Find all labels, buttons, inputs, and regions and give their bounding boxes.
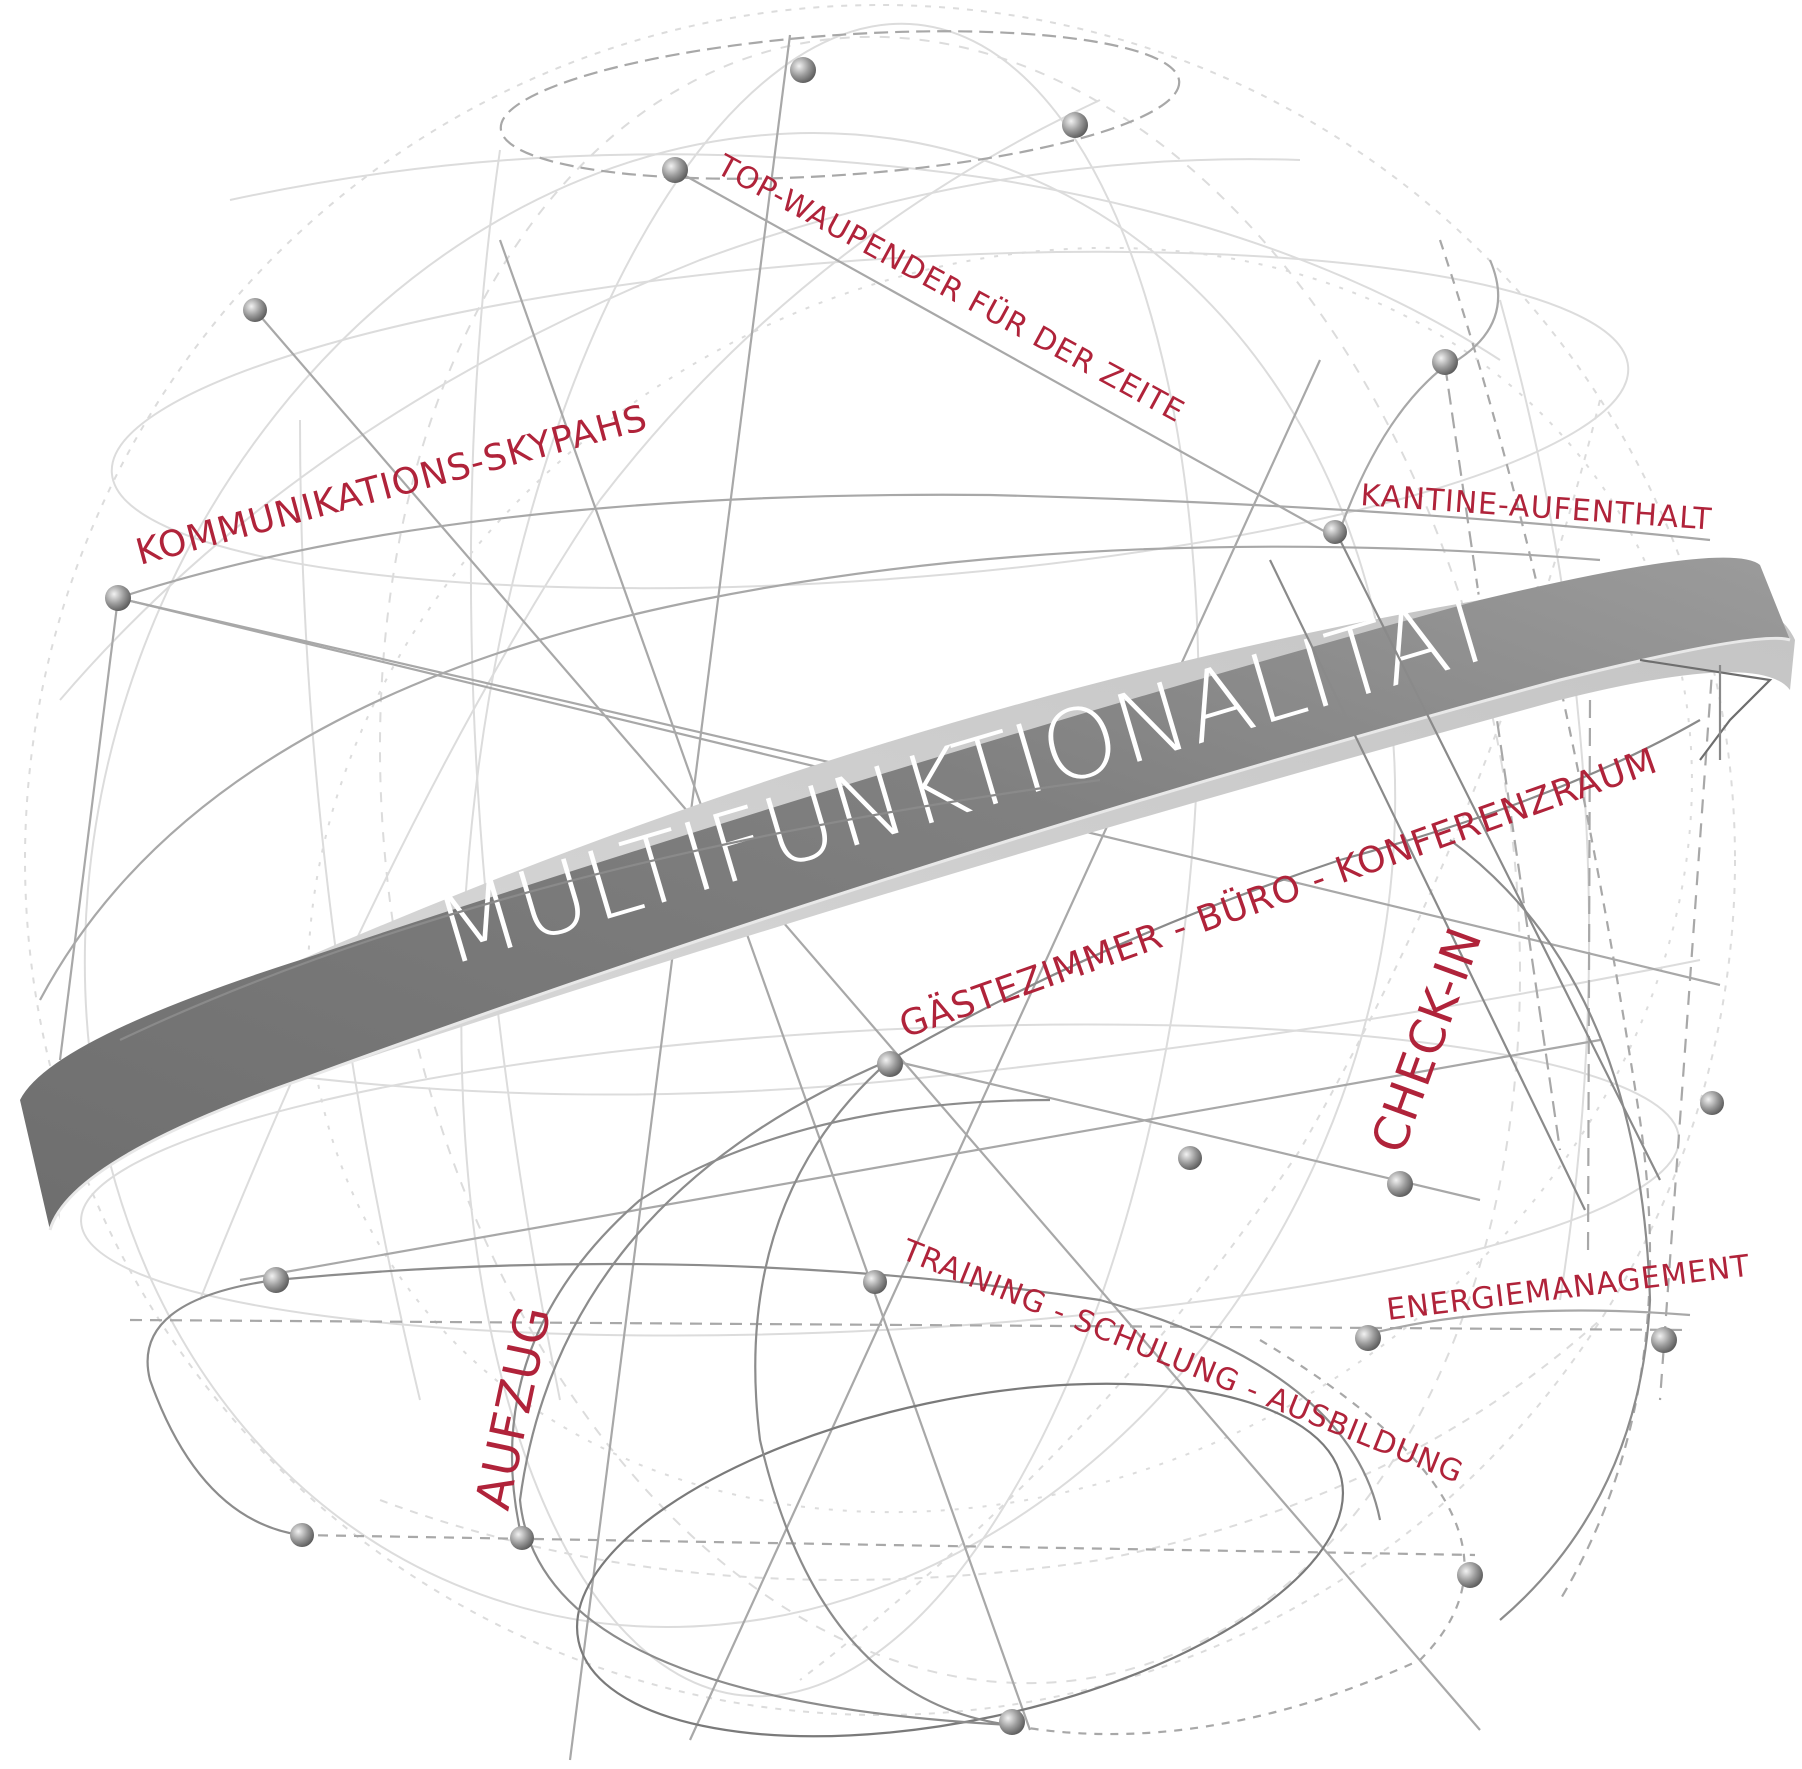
nodes xyxy=(105,57,1724,1735)
label-upper-right: KANTINE-AUFENTHALT xyxy=(1359,478,1713,537)
label-aufzug: AUFZUG xyxy=(465,1301,563,1515)
node xyxy=(290,1523,314,1547)
node xyxy=(1700,1091,1724,1115)
band-front xyxy=(20,558,1790,1230)
band-ring: MULTIFUNKTIONALITÄT xyxy=(20,558,1795,1230)
node xyxy=(790,57,816,83)
node xyxy=(662,157,688,183)
node xyxy=(243,298,267,322)
node xyxy=(1323,520,1347,544)
node xyxy=(1355,1325,1381,1351)
label-upper-left: KOMMUNIKATIONS-SKYPAHS xyxy=(132,398,652,574)
band-title: MULTIFUNKTIONALITÄT xyxy=(423,568,1511,988)
node xyxy=(1062,112,1088,138)
label-energie: ENERGIEMANAGEMENT xyxy=(1385,1249,1752,1328)
node xyxy=(510,1526,534,1550)
node xyxy=(1457,1562,1483,1588)
node xyxy=(999,1709,1025,1735)
node xyxy=(1387,1171,1413,1197)
node xyxy=(105,585,131,611)
node xyxy=(877,1051,903,1077)
node xyxy=(863,1270,887,1294)
node xyxy=(1178,1146,1202,1170)
node xyxy=(1651,1327,1677,1353)
node xyxy=(263,1267,289,1293)
node xyxy=(1432,349,1458,375)
